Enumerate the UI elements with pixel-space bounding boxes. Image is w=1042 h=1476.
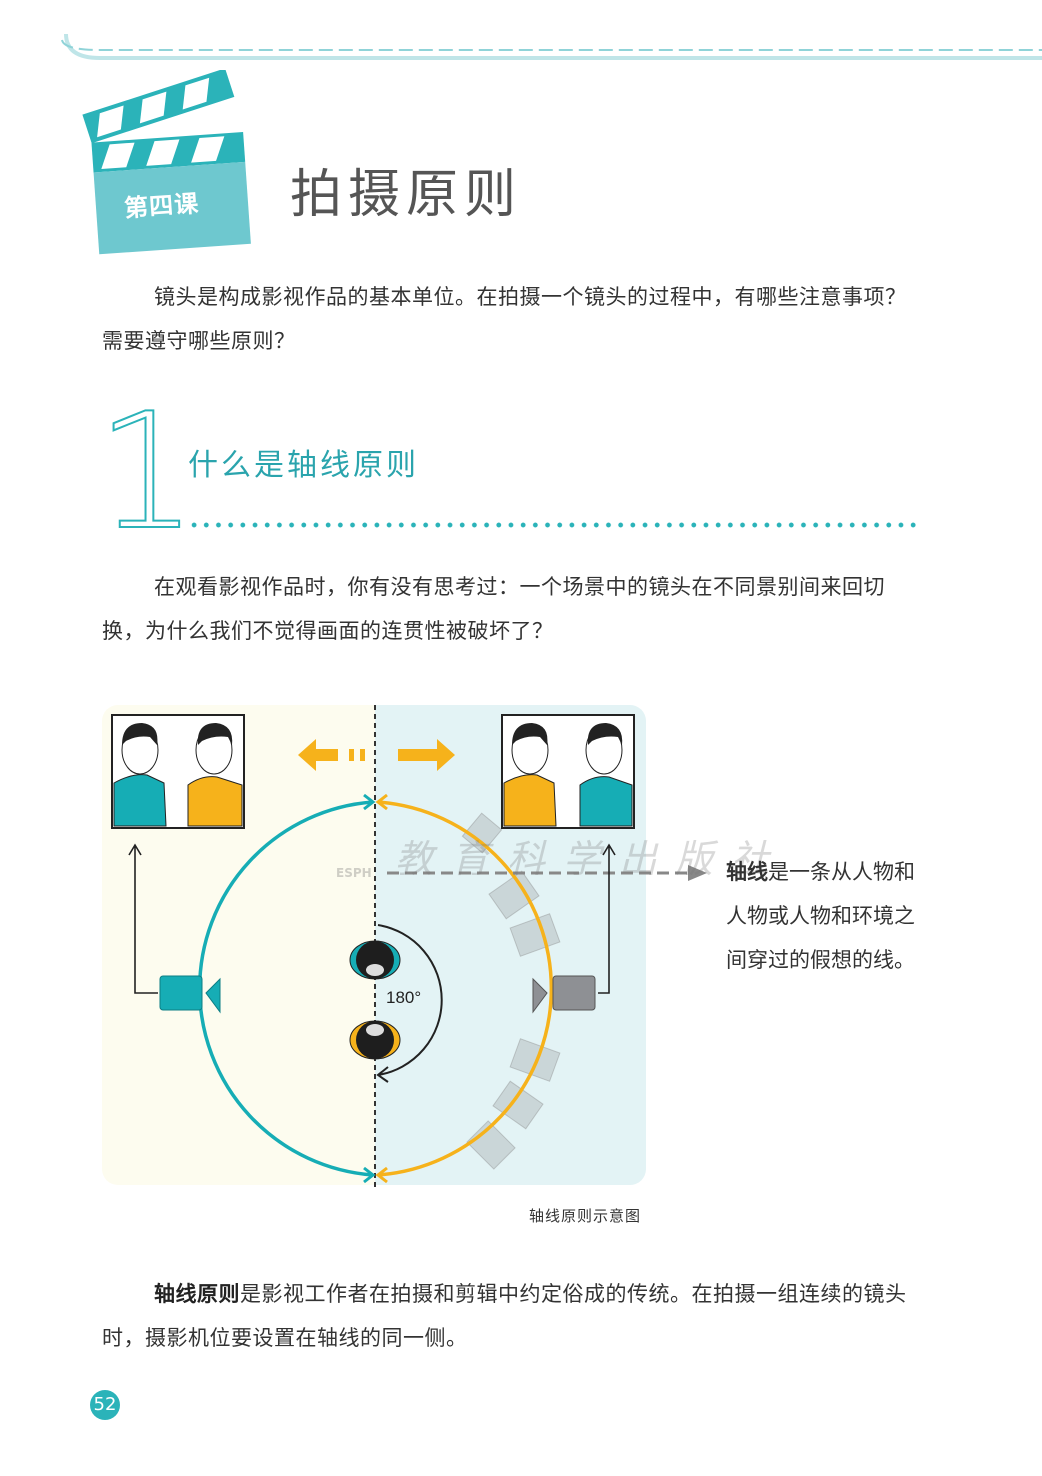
lesson-label: 第四课 — [123, 189, 201, 223]
principle-text: 是影视工作者在拍摄和剪辑中约定俗成的传统。在拍摄一组连续的镜头时，摄影机位要设置… — [102, 1282, 907, 1350]
right-shot-frame — [501, 714, 635, 829]
page-title: 拍摄原则 — [290, 165, 523, 225]
watermark-text: 教育科学出版社 — [395, 837, 788, 881]
page-number: 52 — [90, 1390, 120, 1420]
intro-paragraph: 镜头是构成影视作品的基本单位。在拍摄一个镜头的过程中，有哪些注意事项？需要遵守哪… — [102, 275, 920, 363]
swap-arrows-icon — [298, 739, 455, 771]
dotted-divider — [188, 522, 922, 528]
question-paragraph: 在观看影视作品时，你有没有思考过：一个场景中的镜头在不同景别间来回切换，为什么我… — [102, 565, 920, 653]
section-title: 什么是轴线原则 — [188, 448, 419, 483]
left-shot-frame — [111, 714, 245, 829]
intro-text: 镜头是构成影视作品的基本单位。在拍摄一个镜头的过程中，有哪些注意事项？需要遵守哪… — [102, 285, 907, 353]
principle-paragraph: 轴线原则是影视工作者在拍摄和剪辑中约定俗成的传统。在拍摄一组连续的镜头时，摄影机… — [102, 1272, 920, 1360]
question-text: 在观看影视作品时，你有没有思考过：一个场景中的镜头在不同景别间来回切换，为什么我… — [102, 575, 885, 643]
section-number: 1 — [95, 378, 199, 565]
gray-camera-icon — [532, 975, 596, 1014]
principle-term: 轴线原则 — [154, 1282, 240, 1306]
person-orange-top-view — [349, 1020, 401, 1060]
left-camera-arrow — [128, 843, 158, 994]
angle-arc — [377, 924, 443, 1076]
axis-term: 轴线 — [726, 860, 768, 884]
watermark-abbr: ESPH — [336, 866, 372, 880]
right-camera-arrow — [598, 843, 616, 994]
teal-camera-icon — [159, 975, 221, 1014]
person-teal-top-view — [349, 940, 401, 980]
axis-definition-text: 是一条从人物和人物或人物和环境之间穿过的假想的线。 — [726, 860, 915, 972]
clapperboard-icon — [82, 70, 251, 255]
diagram-caption: 轴线原则示意图 — [528, 1207, 641, 1225]
orange-arc — [377, 800, 554, 1177]
header-rule — [61, 33, 1042, 60]
angle-label: 180° — [386, 988, 421, 1007]
axis-definition: 轴线是一条从人物和人物或人物和环境之间穿过的假想的线。 — [726, 850, 926, 982]
axis-principle-diagram: 180° — [102, 705, 707, 1190]
